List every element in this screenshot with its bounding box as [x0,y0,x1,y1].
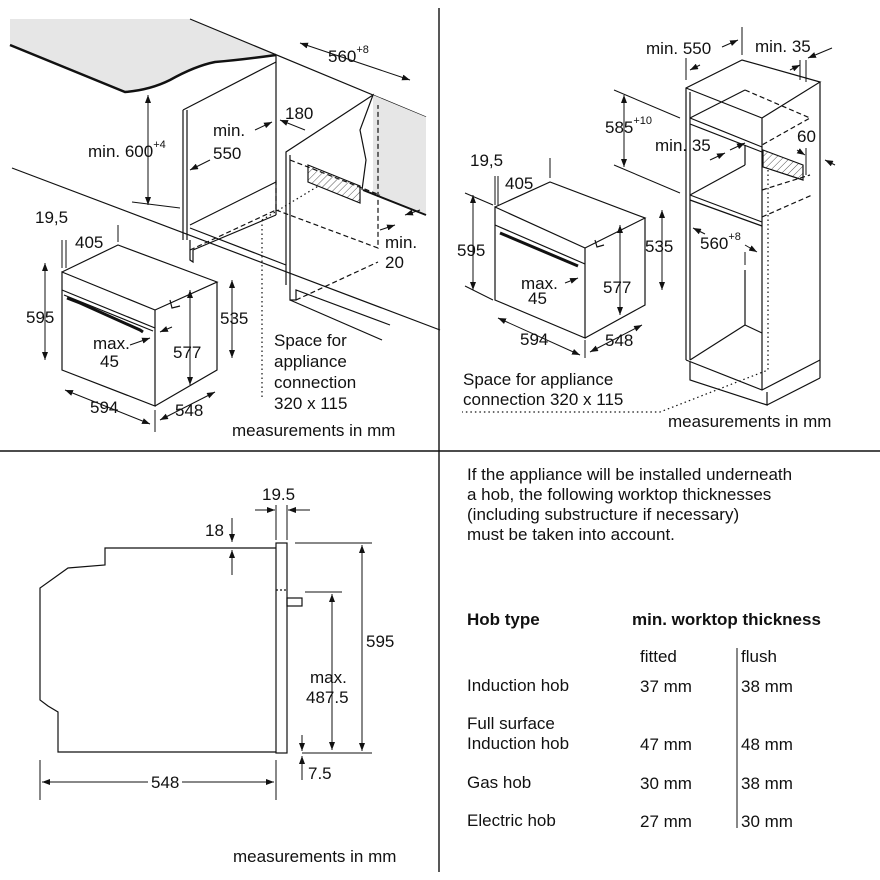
width-label: 560+8 [700,231,741,253]
side-min-label: min. 35 [755,37,811,56]
header-hob-type: Hob type [467,610,540,629]
intro-line-4: must be taken into account. [467,525,675,544]
subheader-fitted: fitted [640,647,677,666]
depth-value: 550 [213,144,242,163]
dimensions-bottom-left [39,505,372,800]
oven-depth-label: 548 [605,331,634,350]
header-thickness: min. worktop thickness [632,610,821,629]
intro-line-2: a hob, the following worktop thicknesses [467,485,772,504]
front-offset-label: 19,5 [470,151,504,170]
row-fitted: 37 mm [640,677,692,696]
side-height-label: 535 [645,237,674,256]
max-label: max. [521,274,558,293]
niche-height-label: 585+10 [605,115,653,137]
subheader-flush: flush [741,647,777,666]
depth-label: 548 [148,774,183,791]
connection-line-1: Space for [274,331,347,350]
max-value: 487.5 [306,688,349,707]
row-flush: 48 mm [741,735,793,754]
units-note: measurements in mm [233,847,397,866]
row-flush: 38 mm [741,774,793,793]
side-height-label: 535 [220,309,249,328]
depth-min-label: min. 550 [646,39,712,58]
row-flush: 30 mm [741,812,793,831]
gap-180-label: 180 [285,104,314,123]
oven-height-label: 595 [26,308,55,327]
height-min-label: min. 600+4 [88,139,166,161]
height-label: 595 [366,632,395,651]
top-depth-label: 405 [505,174,534,193]
row-fitted: 27 mm [640,812,692,831]
niche [189,93,391,400]
connection-line-2: connection 320 x 115 [463,390,624,409]
max-label: max. [93,334,130,353]
row-flush: 38 mm [741,677,793,696]
oven-depth-label: 548 [175,401,204,420]
inner-height-label: 577 [603,278,632,297]
tall-cabinet [462,59,822,413]
intro-line-1: If the appliance will be installed under… [467,465,793,484]
top-offset-label: 18 [205,521,224,540]
oven-iso-right [494,181,647,339]
row-hob: Induction hob [467,676,570,695]
rear-gap-value: 20 [385,253,404,272]
connection-line-4: 320 x 115 [274,394,348,413]
row-fitted: 47 mm [640,735,692,754]
max-label: max. [310,668,347,687]
row-hob: Full surface [467,714,555,733]
row-fitted: 30 mm [640,774,692,793]
max-value: 45 [528,289,547,308]
connection-line-2: appliance [274,352,347,371]
inner-height-label: 577 [173,343,202,362]
oven-side-profile [39,542,303,754]
oven-width-label: 594 [90,398,119,417]
units-note: measurements in mm [232,421,396,440]
connection-line-1: Space for appliance [463,370,614,389]
bottom-offset-label: 7.5 [308,764,332,783]
oven-width-label: 594 [520,330,549,349]
max-value: 45 [100,352,119,371]
front-thickness-label: 19.5 [262,485,296,504]
intro-line-3: (including substructure if necessary) [467,505,740,524]
units-note: measurements in mm [668,412,832,431]
row-hob-line-2: Induction hob [467,734,570,753]
front-offset-label: 19,5 [35,208,69,227]
row-hob: Gas hob [467,773,532,792]
shelf-min-label: min. 35 [655,136,711,155]
cabinet-left [11,55,441,331]
connection-line-3: connection [274,373,357,392]
oven-iso-left [61,244,219,407]
rear-gap-min-label: min. [385,233,418,252]
oven-height-label: 595 [457,241,486,260]
top-depth-label: 405 [75,233,104,252]
depth-min-label: min. [213,121,246,140]
dimensions-top-right [464,27,836,358]
width-label: 560+8 [328,44,369,66]
row-hob: Electric hob [467,811,556,830]
vent-label: 60 [797,127,816,146]
dimensions-top-left [42,42,421,432]
